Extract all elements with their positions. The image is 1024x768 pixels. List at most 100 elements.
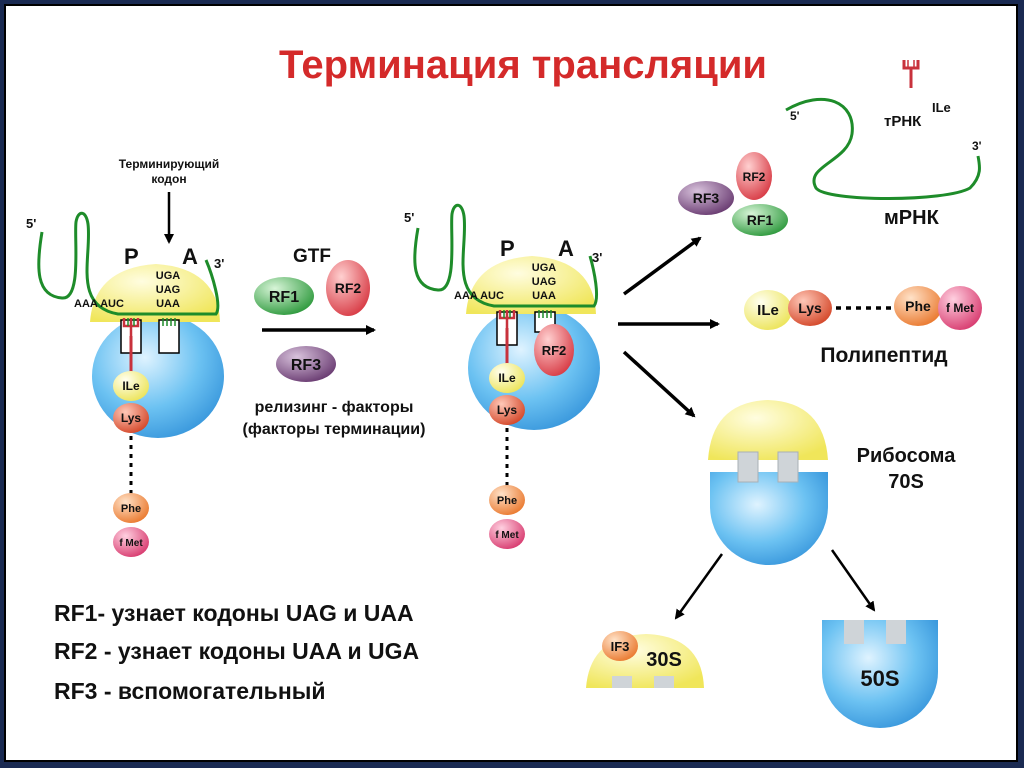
released-trna-mrna: тРНК ILe 5' 3' мРНК	[785, 60, 982, 229]
mrna-three-prime: 3'	[592, 250, 602, 265]
released-rf1-label: RF1	[747, 212, 774, 228]
released-rf2-label: RF2	[743, 170, 766, 184]
pp-phe-label: Phe	[905, 298, 931, 314]
amino-acid-lys-label: Lys	[497, 403, 518, 417]
large-subunit	[468, 306, 600, 430]
arrow-to-50s	[830, 549, 876, 612]
large-subunit	[92, 314, 224, 438]
middle-ribosome: 5' 3' P A UGA UAG UAA AAA AUC RF2 ILe Ly…	[404, 203, 602, 549]
subunit-30s: IF3 30S	[586, 631, 704, 688]
released-rf2	[736, 152, 772, 200]
amino-acid-fmet	[489, 519, 525, 549]
release-factors: GTF RF1 RF2 RF3 релизинг - факторы (факт…	[243, 246, 426, 438]
a-site-label: A	[182, 244, 198, 269]
amino-acid-lys-label: Lys	[121, 411, 142, 425]
rf1-label: RF1	[269, 289, 299, 306]
released-rf3	[678, 181, 734, 215]
trna-superscript: ILe	[932, 100, 951, 115]
30s-label: 30S	[646, 649, 682, 671]
subunit-50s: 50S	[822, 620, 938, 728]
bound-rf2-label: RF2	[542, 343, 567, 358]
amino-acid-phe	[489, 485, 525, 515]
stop-codon-uag: UAG	[156, 284, 180, 296]
bound-rf2-factor	[534, 324, 574, 376]
ribosome-70s: Рибосома 70S	[674, 400, 957, 620]
amino-acid-lys	[489, 395, 525, 425]
if3-label: IF3	[611, 639, 630, 654]
if3-factor	[602, 631, 638, 661]
small-subunit	[466, 256, 596, 314]
ribosome-label-1: Рибосома	[857, 445, 957, 467]
released-factors: RF2 RF3 RF1	[678, 152, 788, 236]
arrow-to-30s	[674, 553, 724, 620]
mrna-label: мРНК	[884, 207, 940, 229]
stop-codon-uag: UAG	[532, 276, 556, 288]
amino-acid-lys	[113, 403, 149, 433]
polypeptide: ILe Lys Phe f Met Полипептид	[744, 286, 982, 367]
stop-codon-uga: UGA	[156, 270, 181, 282]
mrna-three-prime: 3'	[214, 256, 224, 271]
ribosome-small-subunit	[708, 400, 828, 460]
mrna-five-prime: 5'	[404, 210, 414, 225]
stop-codon-pairs	[538, 310, 552, 318]
polypeptide-label: Полипептид	[820, 344, 947, 367]
pp-lys	[788, 290, 832, 326]
pp-ile	[744, 290, 792, 330]
arrow-to-ribosome	[622, 350, 696, 418]
anticodon-pairs	[503, 310, 511, 318]
ribosome-site-left	[737, 451, 759, 483]
50s-site-right	[886, 620, 906, 644]
legend-rf2: RF2 - узнает кодоны UAA и UGA	[54, 638, 420, 664]
p-site-label: P	[500, 236, 515, 261]
stop-codon-uaa: UAA	[532, 290, 556, 302]
amino-acid-fmet-label: f Met	[495, 530, 519, 541]
ribosome-site-right	[777, 451, 799, 483]
30s-site-left	[612, 676, 632, 688]
ribosome-label-2: 70S	[888, 471, 924, 493]
codons-aaa-auc: AAA AUC	[74, 298, 124, 310]
slide: Терминация трансляции Терминирующий кодо…	[4, 4, 1018, 762]
amino-acid-phe-label: Phe	[497, 495, 517, 507]
amino-acid-ile	[489, 363, 525, 393]
amino-acid-fmet	[113, 527, 149, 557]
trna-icon	[122, 318, 140, 336]
a-site-label: A	[558, 236, 574, 261]
left-ribosome: Терминирующий кодон 5' 3' P A UGA UAG UA…	[26, 157, 224, 557]
factors-caption-1: релизинг - факторы	[255, 399, 414, 416]
rf3-factor	[276, 346, 336, 382]
pp-phe	[894, 286, 942, 326]
amino-acid-phe	[113, 493, 149, 523]
amino-acid-fmet-label: f Met	[119, 538, 143, 549]
large-subunit-50s	[822, 620, 938, 728]
mrna-strand	[37, 211, 220, 316]
anticodon-pairs	[127, 318, 135, 326]
trna-label: тРНК	[884, 113, 922, 130]
released-trna-arms	[907, 60, 915, 68]
released-rf3-label: RF3	[693, 190, 720, 206]
released-mrna-three-prime: 3'	[972, 139, 982, 153]
rf2-label: RF2	[335, 280, 362, 296]
codons-aaa-auc: AAA AUC	[454, 290, 504, 302]
amino-acid-ile-label: ILe	[122, 379, 140, 393]
trna-icon	[498, 310, 516, 328]
amino-acid-ile-label: ILe	[498, 371, 516, 385]
rf2-factor	[326, 260, 370, 316]
released-rf1	[732, 204, 788, 236]
terminating-codon-label-2: кодон	[151, 172, 186, 186]
mrna-strand	[413, 203, 598, 308]
mrna-five-prime: 5'	[26, 216, 36, 231]
ribosome-large-subunit	[710, 472, 828, 565]
gtf-label: GTF	[293, 246, 331, 267]
small-subunit	[90, 264, 220, 322]
page-title: Терминация трансляции	[279, 43, 767, 87]
a-site-box	[158, 319, 180, 354]
50s-site-left	[844, 620, 864, 644]
terminating-codon-label-1: Терминирующий	[119, 157, 219, 171]
arrow-to-factors	[622, 236, 702, 296]
released-mrna-five-prime: 5'	[790, 109, 800, 123]
pp-fmet	[938, 286, 982, 330]
stop-codon-pairs	[162, 318, 176, 326]
legend-rf1: RF1- узнает кодоны UAG и UAA	[54, 600, 414, 626]
rf1-factor	[254, 277, 314, 315]
50s-label: 50S	[860, 666, 899, 691]
